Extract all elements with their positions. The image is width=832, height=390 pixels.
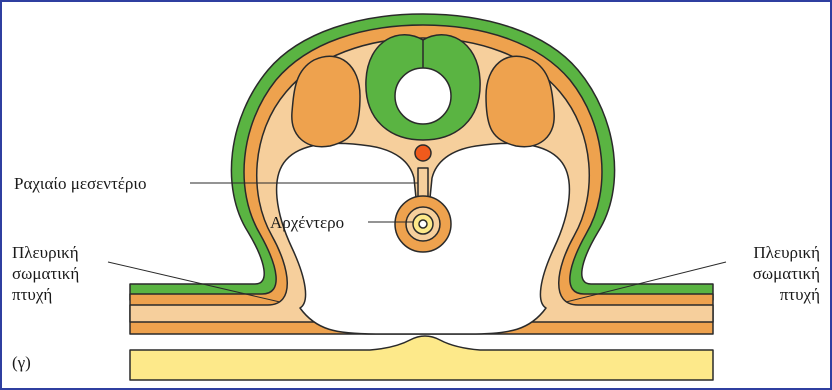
label-archenteron: Αρχέντερο xyxy=(270,212,344,233)
label-dorsal-mesentery: Ραχιαίο μεσεντέριο xyxy=(14,173,146,194)
label-lateral-fold-right: Πλευρική σωματική πτυχή xyxy=(730,242,820,305)
dorsal-mesentery xyxy=(418,168,428,198)
label-lateral-fold-left-line3: πτυχή xyxy=(12,284,79,305)
neural-canal xyxy=(395,68,451,124)
label-lateral-fold-right-line3: πτυχή xyxy=(730,284,820,305)
label-lateral-fold-right-line1: Πλευρική xyxy=(730,242,820,263)
panel-label: (γ) xyxy=(12,352,31,373)
label-lateral-fold-left-line2: σωματική xyxy=(12,263,79,284)
somite-left xyxy=(292,56,360,146)
label-lateral-fold-left-line1: Πλευρική xyxy=(12,242,79,263)
label-lateral-fold-left: Πλευρική σωματική πτυχή xyxy=(12,242,79,305)
notochord xyxy=(415,145,431,161)
label-lateral-fold-right-line2: σωματική xyxy=(730,263,820,284)
somite-right xyxy=(486,56,554,146)
yolk-layer xyxy=(130,336,713,380)
